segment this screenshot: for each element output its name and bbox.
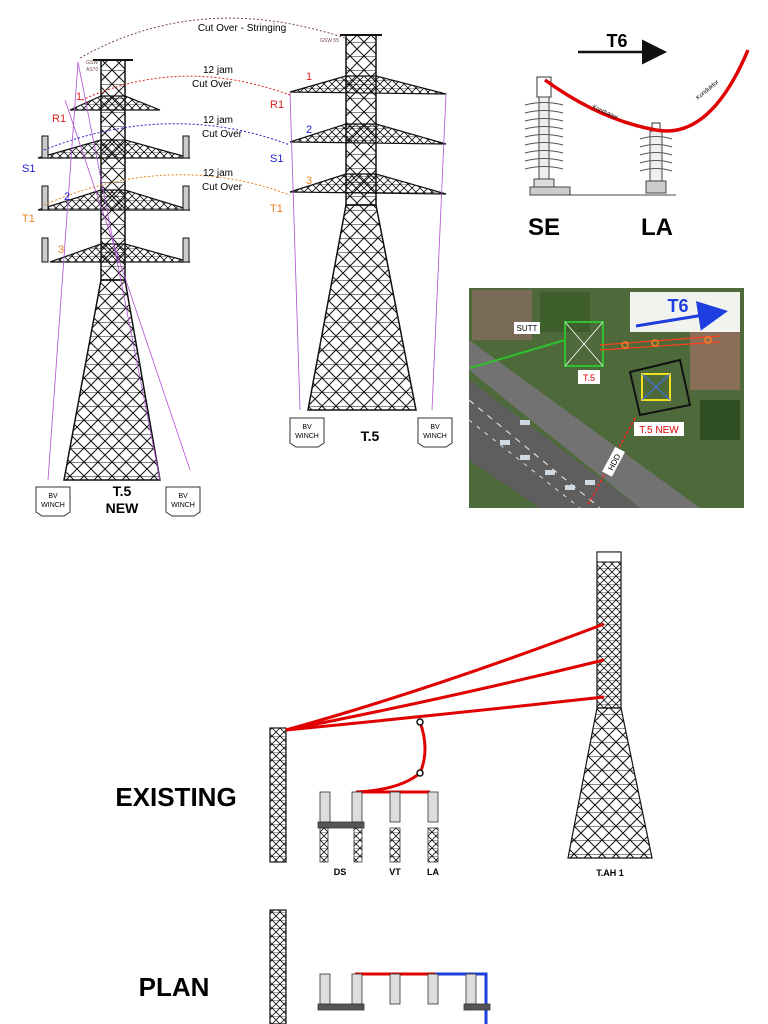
equipment-vt-label: VT (389, 867, 401, 877)
plan-panel: PLAN (139, 909, 491, 1024)
svg-text:WINCH: WINCH (171, 502, 195, 509)
left-phase-3-num: 3 (58, 244, 64, 256)
tower-new-label-2: NEW (106, 500, 139, 516)
gsw-left-size: AS70 (86, 67, 98, 73)
arc-label-r-cutover: Cut Over (192, 79, 233, 90)
svg-text:BV: BV (178, 493, 188, 500)
se-la-direction-label: T6 (606, 31, 627, 51)
tower-new-label-1: T.5 (113, 483, 132, 499)
aerial-photo-panel: SUTT T.5 T.5 NEW HDD T6 (468, 288, 744, 509)
plan-title: PLAN (139, 972, 210, 1002)
aerial-direction-arrow (635, 301, 728, 331)
tower-t5-new (37, 59, 191, 481)
aerial-sutt-label: SUTT (517, 324, 538, 333)
aerial-t5-new-label: T.5 NEW (639, 425, 679, 436)
conductor-label-2: Konduktor (695, 79, 720, 101)
existing-panel: EXISTING DS VT LA T.AH 1 (115, 551, 653, 878)
left-phase-r1: R1 (52, 113, 66, 125)
right-phase-r1: R1 (270, 99, 284, 111)
svg-text:WINCH: WINCH (41, 502, 65, 509)
left-phase-1-num: 1 (76, 91, 82, 103)
arc-label-s-cutover: Cut Over (202, 129, 243, 140)
existing-equipment (317, 791, 439, 863)
conductor-label-1: Konduktor (591, 104, 618, 121)
winch-right-old: BV WINCH (417, 417, 453, 448)
arc-label-s-hours: 12 jam (203, 115, 233, 126)
right-phase-2-num: 2 (306, 124, 312, 136)
se-la-conductor (543, 49, 750, 133)
right-phase-t1: T1 (270, 203, 283, 215)
equipment-ds-label: DS (334, 867, 347, 877)
right-phase-1-num: 1 (306, 71, 312, 83)
cutover-arcs (43, 17, 346, 206)
aerial-t5-label: T.5 (583, 373, 595, 383)
svg-text:WINCH: WINCH (423, 433, 447, 440)
plan-gantry-column (269, 909, 287, 1024)
right-phase-s1: S1 (270, 153, 283, 165)
arc-label-t-cutover: Cut Over (202, 182, 243, 193)
tower-t5-old (289, 34, 447, 411)
arc-label-r-hours: 12 jam (203, 65, 233, 76)
left-phase-s1: S1 (22, 163, 35, 175)
right-phase-3-num: 3 (306, 175, 312, 187)
svg-text:BV: BV (430, 424, 440, 431)
arc-label-t-hours: 12 jam (203, 168, 233, 179)
tower-tah1-label: T.AH 1 (596, 868, 624, 878)
left-phase-2-num: 2 (64, 191, 70, 203)
winch-right-new: BV WINCH (165, 486, 201, 517)
se-la-panel: T6 (524, 31, 750, 241)
svg-text:WINCH: WINCH (295, 433, 319, 440)
aerial-direction-label: T6 (667, 296, 688, 316)
la-label: LA (641, 214, 673, 241)
gsw-right-label: GSW 55 (320, 38, 339, 44)
svg-text:BV: BV (48, 493, 58, 500)
se-label: SE (528, 214, 560, 241)
gantry-column (269, 727, 287, 863)
equipment-la-label: LA (427, 867, 439, 877)
arc-label-stringing: Cut Over - Stringing (198, 23, 286, 34)
existing-conductors (285, 622, 605, 794)
gsw-left-label: GSW (86, 60, 98, 66)
tower-tah1-mast (596, 551, 622, 709)
la-equipment (639, 122, 673, 194)
left-phase-t1: T1 (22, 213, 35, 225)
existing-title: EXISTING (115, 782, 236, 812)
guide-lines (47, 61, 447, 481)
winch-left-new: BV WINCH (35, 486, 71, 517)
svg-text:BV: BV (302, 424, 312, 431)
tower-tah1-body (567, 707, 653, 859)
tower-old-label: T.5 (361, 428, 380, 444)
winch-left-old: BV WINCH (289, 417, 325, 448)
